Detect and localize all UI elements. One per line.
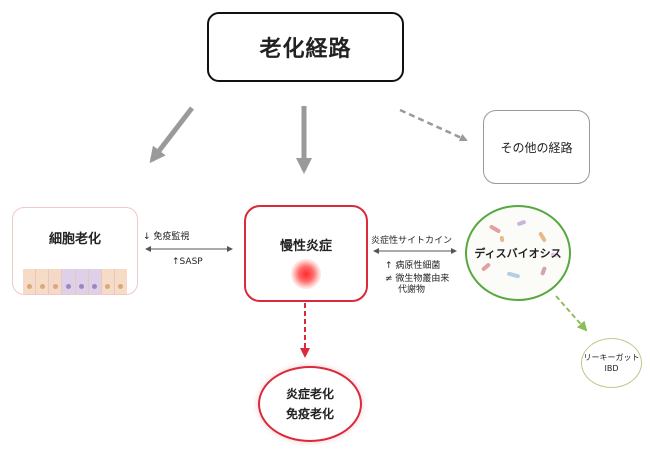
immune-surveillance-label: ↓ 免疫監視 [143, 232, 190, 242]
cytokines-label: 炎症性サイトカイン [371, 236, 453, 246]
sasp-label: ↑SASP [172, 257, 203, 267]
bacteria-icon [480, 262, 492, 272]
leaky-gut-label: リーキーガット [583, 353, 640, 362]
other-pathways-label: その他の経路 [500, 140, 573, 155]
cell [101, 269, 115, 294]
bacteria-icon [499, 235, 505, 243]
leaky-gut-circle: リーキーガット IBD [581, 338, 642, 388]
cellular-senescence-box: 細胞老化 [12, 207, 138, 295]
bacteria-icon [538, 231, 547, 243]
metabolites-label-line2: 代謝物 [398, 285, 426, 295]
cell [23, 269, 37, 294]
ibd-label: IBD [604, 364, 619, 373]
arrow-title-to-other [399, 108, 468, 142]
cell [62, 269, 76, 294]
inflammation-glow-icon [291, 259, 321, 289]
dysbiosis-circle: ディスバイオシス [465, 205, 571, 301]
bacteria-icon [516, 219, 527, 227]
cell [88, 269, 102, 294]
cell [36, 269, 50, 294]
chronic-inflammation-box: 慢性炎症 [244, 205, 368, 302]
cell [49, 269, 63, 294]
metabolites-label-line1: ≠ 微生物叢由来 [385, 274, 450, 284]
inflammaging-label: 炎症老化 [285, 387, 334, 401]
inflammaging-circle: 炎症老化 免疫老化 [258, 366, 362, 442]
dysbiosis-label: ディスバイオシス [474, 247, 562, 260]
bacteria-icon [488, 224, 502, 234]
title-box: 老化経路 [207, 12, 404, 82]
cellular-senescence-label: 細胞老化 [48, 232, 101, 247]
arrow-dysbiosis-to-leaky [555, 295, 588, 332]
bacteria-icon [506, 271, 521, 279]
immunosenescence-label: 免疫老化 [285, 407, 334, 421]
chronic-inflammation-label: 慢性炎症 [279, 239, 332, 254]
title-text: 老化経路 [259, 37, 352, 62]
cell [114, 269, 127, 294]
other-pathways-box: その他の経路 [483, 110, 590, 184]
bacteria-icon [540, 266, 547, 276]
cell-layer-illustration [23, 269, 127, 294]
arrow-title-to-senescence [149, 106, 194, 164]
cell [75, 269, 89, 294]
pathogens-label: ↑ 病原性細菌 [385, 261, 441, 271]
